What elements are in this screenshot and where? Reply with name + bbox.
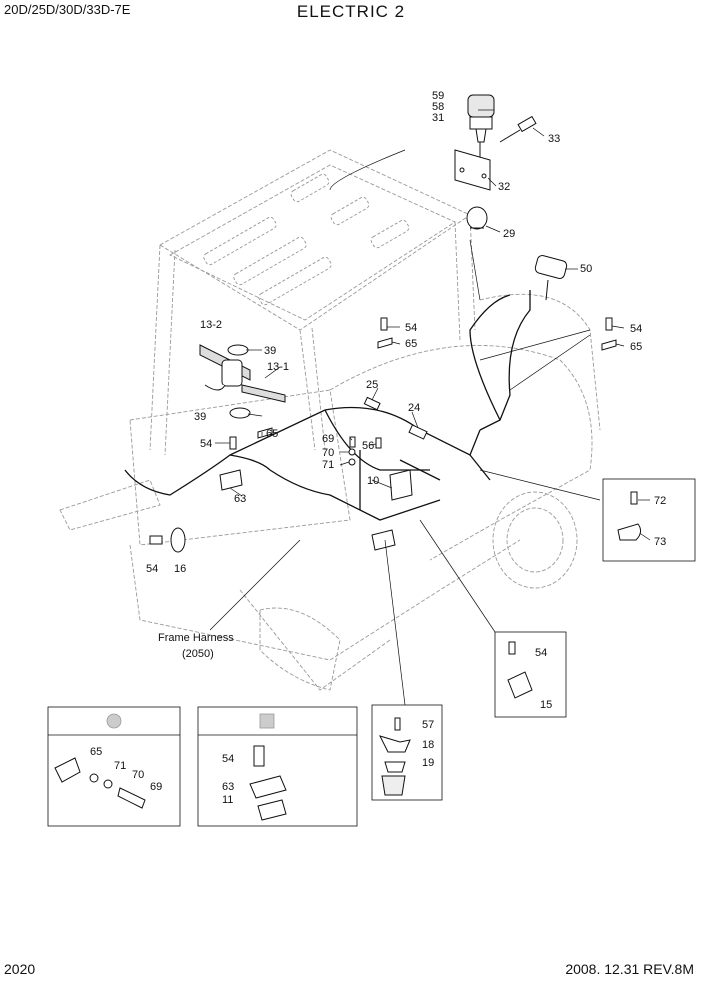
- callout-25: 25: [366, 379, 378, 391]
- callout-56: 56: [362, 440, 374, 452]
- callout-54-b: 54: [630, 323, 642, 335]
- callout-50: 50: [580, 263, 592, 275]
- revision-date: 2008. 12.31 REV.8M: [565, 961, 694, 977]
- callout-65-b: 65: [630, 341, 642, 353]
- page-title: ELECTRIC 2: [296, 2, 406, 21]
- detail-box-73-parts: [617, 491, 642, 541]
- callout-72: 72: [654, 495, 666, 507]
- forklift-body-outline: [59, 149, 601, 691]
- callout-57: 57: [422, 719, 434, 731]
- rear-lamp-29: [466, 206, 488, 230]
- lamp-50: [534, 255, 568, 301]
- legend-symbol-grid: [259, 713, 275, 729]
- connectors: [363, 396, 428, 440]
- frame-harness-label: Frame Harness: [158, 632, 234, 644]
- callout-32: 32: [498, 181, 510, 193]
- callout-54-a: 54: [405, 322, 417, 334]
- horn-16: [149, 527, 186, 553]
- callout-39-top: 39: [264, 345, 276, 357]
- wire-harness: [124, 290, 531, 521]
- callout-labels: 59 58 31 33 32 29 50 13-2 39 13-1 39 54 …: [90, 90, 666, 806]
- callout-16: 16: [174, 563, 186, 575]
- page-number: 2020: [4, 961, 36, 977]
- detail-box-15-parts: [507, 641, 533, 699]
- legend-left-parts: [54, 757, 146, 809]
- callout-54-c: 54: [200, 438, 212, 450]
- bolt-33: [499, 115, 537, 143]
- legend-mid-54: 54: [222, 753, 234, 765]
- callout-10: 10: [367, 475, 379, 487]
- callout-73: 73: [654, 536, 666, 548]
- callout-39-bottom: 39: [194, 411, 206, 423]
- legend-mid-parts: [249, 745, 287, 821]
- combination-switch: [199, 344, 286, 419]
- callout-59: 59: [432, 90, 444, 102]
- detail-box-relay: [371, 704, 443, 801]
- callout-15: 15: [540, 699, 552, 711]
- legend-mid-63: 63: [222, 781, 234, 793]
- legend-left-69: 69: [150, 781, 162, 793]
- detail-box-73: [602, 478, 696, 562]
- callout-65-a: 65: [405, 338, 417, 350]
- beacon-lamp: [467, 94, 495, 160]
- callout-31: 31: [432, 112, 444, 124]
- callout-71: 71: [322, 459, 334, 471]
- callout-18: 18: [422, 739, 434, 751]
- bracket-32: [454, 149, 491, 191]
- model-code: 20D/25D/30D/33D-7E: [4, 2, 131, 17]
- relay-socket: [371, 529, 396, 551]
- legend-box-left: [47, 706, 181, 827]
- callout-13-1: 13-1: [267, 361, 289, 373]
- callout-65-c: 65: [266, 428, 278, 440]
- detail-box-15: [494, 631, 567, 718]
- legend-left-71: 71: [114, 760, 126, 772]
- callout-24: 24: [408, 402, 420, 414]
- legend-box-mid: [197, 706, 358, 827]
- callout-58: 58: [432, 101, 444, 113]
- frame-harness-code: (2050): [182, 648, 214, 660]
- callout-54-e: 54: [535, 647, 547, 659]
- legend-mid-11: 11: [222, 794, 233, 806]
- callout-70: 70: [322, 447, 334, 459]
- clip-hardware: [229, 317, 617, 466]
- callout-29: 29: [503, 228, 515, 240]
- callout-54-d: 54: [146, 563, 158, 575]
- callout-33: 33: [548, 133, 560, 145]
- leader-lines: [209, 109, 651, 706]
- callout-13-2: 13-2: [200, 319, 222, 331]
- legend-symbol-dotted: [106, 713, 122, 729]
- roof-slots: [203, 173, 410, 306]
- mount-brackets: [219, 469, 413, 501]
- callout-69: 69: [322, 433, 334, 445]
- callout-19: 19: [422, 757, 434, 769]
- legend-left-70: 70: [132, 769, 144, 781]
- legend-left-65: 65: [90, 746, 102, 758]
- detail-box-relay-parts: [379, 717, 411, 796]
- callout-63: 63: [234, 493, 246, 505]
